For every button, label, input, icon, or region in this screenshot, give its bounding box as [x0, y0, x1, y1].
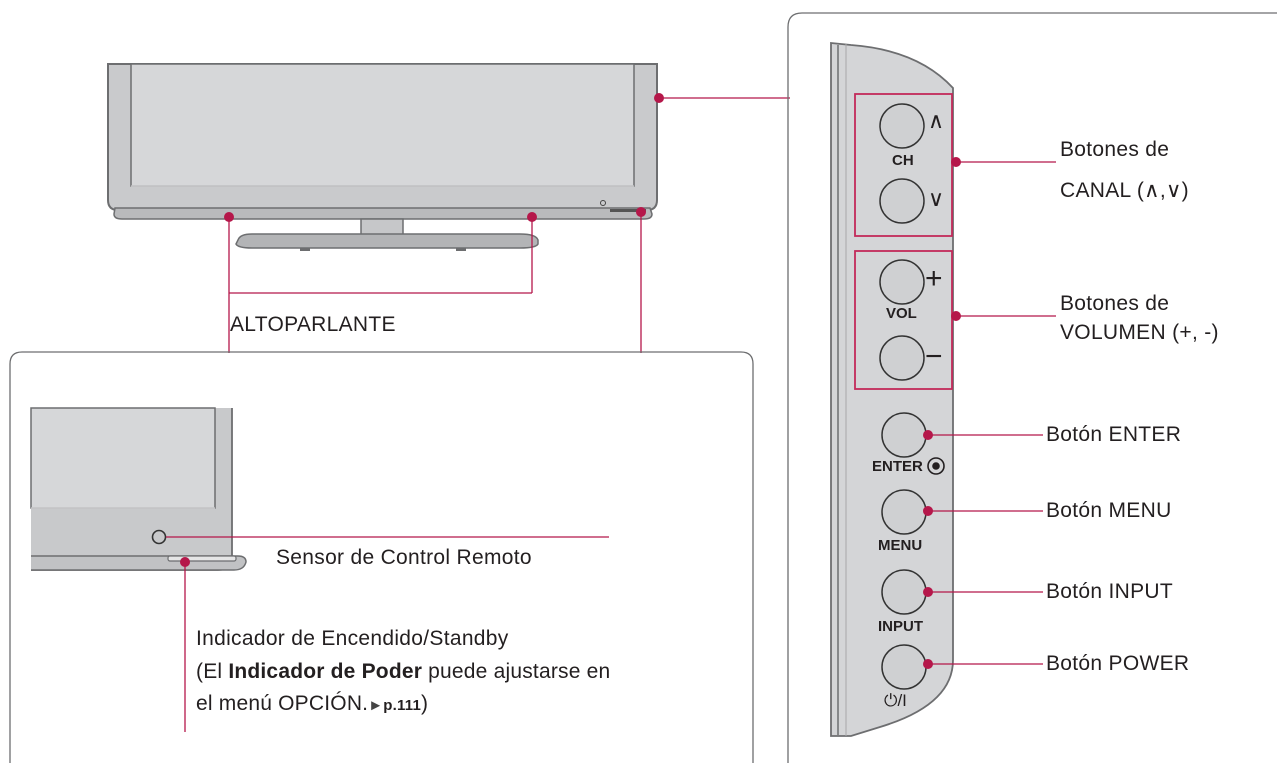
vol-up-button-shape: [879, 259, 925, 305]
power-indicator-title: Indicador de Encendido/Standby: [196, 627, 509, 650]
detail-callout: [9, 351, 754, 763]
power-button-label: Botón POWER: [1046, 652, 1190, 675]
power-indicator-note-line1: (El Indicador de Poder puede ajustarse e…: [196, 660, 610, 684]
menu-label: MENU: [878, 537, 923, 554]
speaker-label: ALTOPARLANTE: [230, 313, 396, 336]
vol-down-symbol: −: [925, 340, 943, 373]
page-ref-arrow: ►: [368, 697, 384, 714]
side-panel-callout: [787, 12, 1277, 763]
remote-sensor-label: Sensor de Control Remoto: [276, 546, 532, 569]
top-leader-dots: [224, 93, 664, 222]
tv-bottom-lip: [113, 207, 653, 220]
volume-buttons-label-2: VOLUMEN (+, -): [1060, 321, 1219, 344]
side-leader-dots: [923, 157, 961, 669]
menu-button-label: Botón MENU: [1046, 499, 1172, 522]
input-label: INPUT: [878, 618, 923, 635]
side-leaders: [928, 161, 1056, 665]
volume-buttons-box: [854, 250, 953, 390]
tv-screen: [130, 63, 635, 187]
volume-buttons-label-1: Botones de: [1060, 292, 1170, 315]
tv-stand-neck: [360, 218, 404, 236]
input-button-label: Botón INPUT: [1046, 580, 1174, 603]
ch-up-button-shape: [879, 103, 925, 149]
vol-label: VOL: [886, 305, 917, 322]
page-ref[interactable]: p.111: [383, 697, 421, 714]
channel-buttons-label-2: CANAL (∧,∨): [1060, 179, 1189, 202]
enter-button-label: Botón ENTER: [1046, 423, 1182, 446]
tv-remote-sensor: [600, 200, 606, 206]
ch-down-symbol: ∨: [928, 186, 945, 211]
tv-front-view: [107, 63, 658, 251]
tv-power-indicator: [610, 209, 646, 212]
note-bold: Indicador de Poder: [228, 660, 423, 683]
channel-buttons-label-1: Botones de: [1060, 138, 1170, 161]
vol-down-button-shape: [879, 335, 925, 381]
enter-button-shape: [881, 412, 927, 458]
zoom-screen: [30, 407, 216, 509]
ch-label: CH: [892, 152, 914, 169]
power-indicator-note-line2: el menú OPCIÓN.►p.111): [196, 692, 428, 716]
enter-label: ENTER: [872, 458, 923, 475]
note-close: ): [420, 692, 429, 715]
vol-up-symbol: +: [925, 262, 943, 295]
note-line2: el menú OPCIÓN.: [196, 692, 369, 715]
power-label: ⏻/I: [884, 691, 907, 710]
tv-stand-base: [235, 233, 539, 249]
ch-up-symbol: ∧: [928, 108, 945, 133]
input-button-shape: [881, 569, 927, 615]
menu-button-shape: [881, 489, 927, 535]
top-leaders: [228, 97, 790, 353]
note-open: (El: [196, 660, 229, 683]
power-button-shape: [881, 644, 927, 690]
ch-down-button-shape: [879, 178, 925, 224]
side-panel: [830, 42, 954, 737]
note-rest: puede ajustarse en: [422, 660, 611, 683]
